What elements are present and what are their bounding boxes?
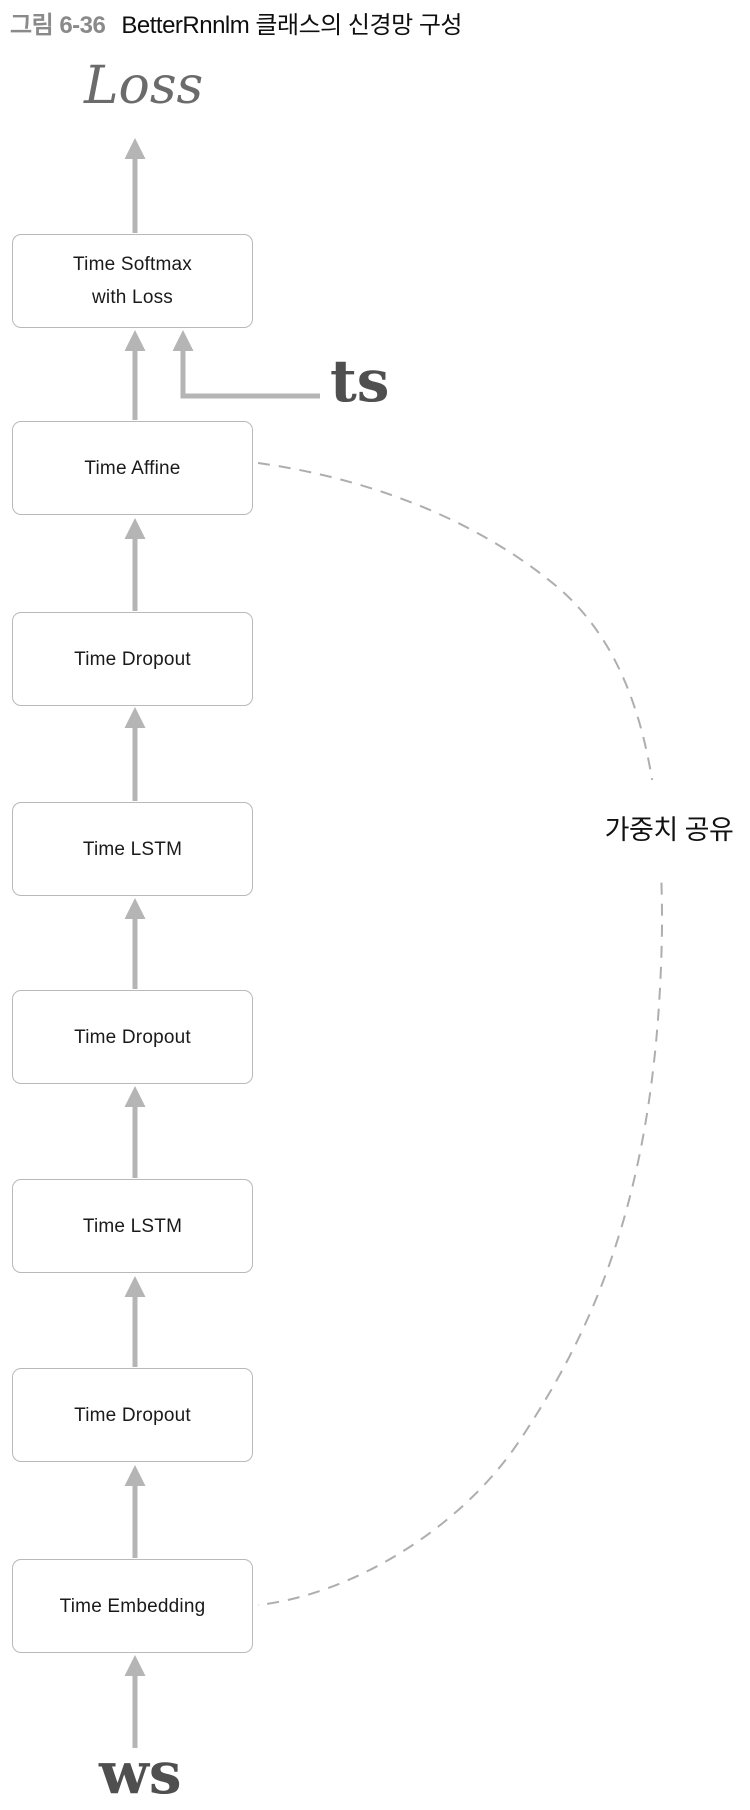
- node-label: Time Dropout: [74, 648, 191, 670]
- figure-number: 그림 6-36: [10, 12, 106, 39]
- node-label: Time Dropout: [74, 1026, 191, 1048]
- node-time-embedding: Time Embedding: [12, 1559, 253, 1653]
- flow-arrow-embedding-to-dropout1: [124, 1465, 146, 1558]
- flow-arrow-ts-to-softmax: [172, 330, 320, 399]
- node-time-lstm-2: Time LSTM: [12, 802, 253, 896]
- node-label: Time Dropout: [74, 1404, 191, 1426]
- node-label: Time LSTM: [82, 838, 183, 860]
- weight-share-dashed-curve: [257, 462, 664, 1606]
- node-time-softmax-with-loss: Time Softmax with Loss: [12, 234, 253, 328]
- flow-arrow-softmax-to-loss: [124, 138, 146, 233]
- ts-input-label: ts: [330, 347, 390, 415]
- flow-arrow-dropout2-to-lstm2: [124, 898, 146, 989]
- node-time-affine: Time Affine: [12, 421, 253, 515]
- node-label: Time Softmax: [73, 254, 192, 275]
- node-label: with Loss: [91, 287, 173, 308]
- node-time-dropout-3: Time Dropout: [12, 612, 253, 706]
- weight-share-label: 가중치 공유: [585, 780, 750, 875]
- flow-arrow-ws-to-embedding: [124, 1655, 146, 1748]
- node-label: Time LSTM: [82, 1215, 183, 1237]
- loss-output-label: Loss: [84, 56, 204, 116]
- node-time-dropout-2: Time Dropout: [12, 990, 253, 1084]
- node-label: Time Embedding: [59, 1595, 206, 1617]
- flow-arrow-lstm2-to-dropout3: [124, 707, 146, 801]
- figure-title: BetterRnnlm 클래스의 신경망 구성: [121, 12, 462, 39]
- node-time-lstm-1: Time LSTM: [12, 1179, 253, 1273]
- flow-arrow-affine-to-softmax: [124, 330, 146, 420]
- node-time-dropout-1: Time Dropout: [12, 1368, 253, 1462]
- ws-input-label: ws: [99, 1739, 182, 1807]
- node-label: Time Affine: [84, 457, 181, 479]
- flow-arrow-dropout1-to-lstm1: [124, 1276, 146, 1367]
- figure-caption: 그림 6-36 BetterRnnlm 클래스의 신경망 구성: [10, 5, 462, 40]
- flow-arrow-dropout3-to-affine: [124, 518, 146, 611]
- flow-arrow-lstm1-to-dropout2: [124, 1086, 146, 1178]
